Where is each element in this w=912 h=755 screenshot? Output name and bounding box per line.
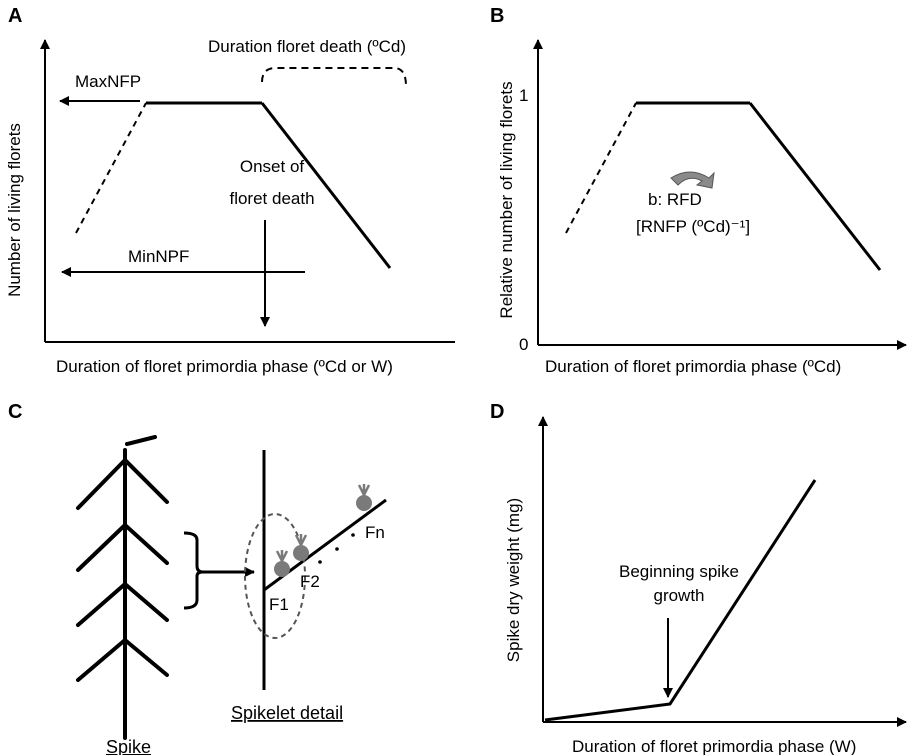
panel-a-rise-dashed xyxy=(75,102,147,234)
spikelet-detail-label: Spikelet detail xyxy=(231,703,343,723)
panel-a-label: A xyxy=(8,5,22,27)
panel-b: B Relative number of living florets Dura… xyxy=(490,5,907,376)
spike-growth-curve xyxy=(544,479,817,722)
panel-a-y-label: Number of living florets xyxy=(5,123,24,297)
panel-d-label: D xyxy=(490,401,504,423)
floret-dots xyxy=(318,533,355,564)
panel-a-max-label: MaxNFP xyxy=(75,72,141,91)
panel-a-duration-label: Duration floret death (ºCd) xyxy=(208,37,406,56)
panel-d: D Spike dry weight (mg) Duration of flor… xyxy=(490,401,907,755)
panel-b-y-label: Relative number of living florets xyxy=(497,81,516,318)
panel-a: A Number of living florets Duration of f… xyxy=(5,5,455,376)
panel-b-rise-dashed xyxy=(565,102,637,234)
panel-a-decline xyxy=(260,102,392,269)
panel-b-label: B xyxy=(490,5,504,27)
spike-diagram xyxy=(76,435,169,740)
panel-b-rate-line2: [RNFP (ºCd)⁻¹] xyxy=(636,217,750,236)
dashed-ellipse xyxy=(244,513,306,639)
floret-f2-label: F2 xyxy=(300,572,320,591)
panel-a-min-label: MinNPF xyxy=(128,247,189,266)
panel-d-x-label: Duration of floret primordia phase (W) xyxy=(572,737,856,755)
floret-f1-label: F1 xyxy=(269,595,289,614)
spikelet-detail: F1 F2 Fn xyxy=(244,450,387,690)
panel-d-annot-line2: growth xyxy=(653,586,704,605)
panel-b-rate-line1: b: RFD xyxy=(648,190,702,209)
spike-label: Spike xyxy=(106,737,151,755)
panel-c: C Spike xyxy=(8,401,387,755)
floret-f1-icon xyxy=(274,550,290,577)
panel-b-tick-one: 1 xyxy=(519,86,528,105)
panel-d-annot-line1: Beginning spike xyxy=(619,562,739,581)
curved-arrow-icon xyxy=(670,171,715,189)
spikelet-bracket xyxy=(183,531,211,574)
panel-a-x-label: Duration of floret primordia phase (ºCd … xyxy=(56,357,393,376)
panel-a-duration-bracket xyxy=(261,67,407,87)
panel-b-tick-zero: 0 xyxy=(519,335,528,354)
panel-a-onset-line2: floret death xyxy=(229,189,314,208)
panel-b-x-label: Duration of floret primordia phase (ºCd) xyxy=(545,357,841,376)
panel-c-label: C xyxy=(8,401,22,423)
floret-f2-icon xyxy=(293,534,309,561)
floret-fn-label: Fn xyxy=(365,523,385,542)
panel-d-y-label: Spike dry weight (mg) xyxy=(504,498,523,662)
panel-a-onset-line1: Onset of xyxy=(240,157,305,176)
panel-b-decline xyxy=(748,102,882,271)
floret-fn-icon xyxy=(356,484,372,511)
